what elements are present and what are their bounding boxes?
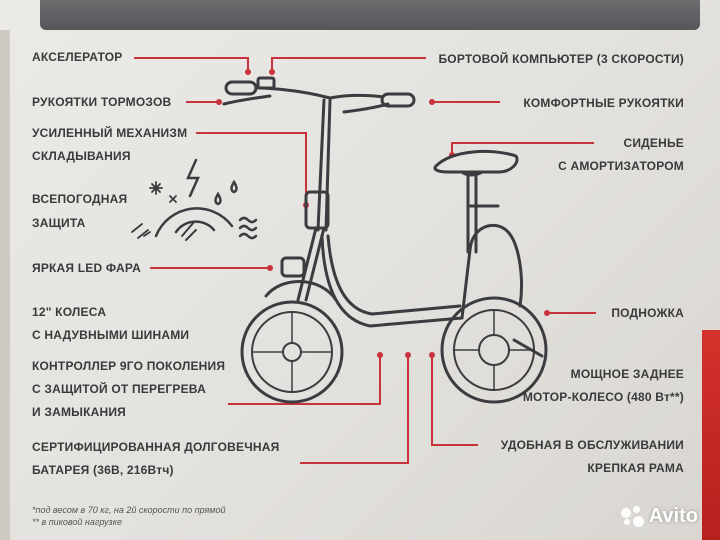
label-weather-line2: ЗАЩИТА bbox=[32, 216, 86, 230]
frame-lower bbox=[320, 234, 464, 328]
label-seat-line1: СИДЕНЬЕ bbox=[623, 136, 684, 150]
scooter-illustration bbox=[222, 76, 548, 404]
leader-battery bbox=[300, 356, 409, 464]
brake-lever-left bbox=[222, 94, 272, 106]
scooter-mini-icon bbox=[181, 221, 197, 241]
leader-computer bbox=[271, 57, 426, 70]
label-comfort-grips: КОМФОРТНЫЕ РУКОЯТКИ bbox=[523, 96, 684, 110]
leader-folding bbox=[196, 132, 307, 204]
snowflake-icon bbox=[149, 181, 163, 195]
brake-lever-right bbox=[342, 102, 390, 114]
label-seat-line2: С АМОРТИЗАТОРОМ bbox=[558, 159, 684, 173]
label-controller-line3: И ЗАМЫКАНИЯ bbox=[32, 405, 126, 419]
label-folding-line2: СКЛАДЫВАНИЯ bbox=[32, 149, 131, 163]
front-fender bbox=[264, 280, 338, 302]
label-weather-line1: ВСЕПОГОДНАЯ bbox=[32, 192, 128, 206]
throttle-block bbox=[256, 76, 276, 90]
leader-lines bbox=[134, 57, 596, 464]
dot-frame bbox=[429, 352, 435, 358]
leader-frame bbox=[431, 356, 478, 446]
seat-spring bbox=[460, 170, 484, 177]
label-led: ЯРКАЯ LED ФАРА bbox=[32, 261, 141, 275]
rear-frame bbox=[460, 224, 523, 320]
label-battery-line1: СЕРТИФИЦИРОВАННАЯ ДОЛГОВЕЧНАЯ bbox=[32, 440, 280, 454]
label-frame-line1: УДОБНАЯ В ОБСЛУЖИВАНИИ bbox=[500, 438, 684, 452]
label-controller-line2: С ЗАЩИТОЙ ОТ ПЕРЕГРЕВА bbox=[32, 382, 206, 396]
label-wheels-line2: С НАДУВНЫМИ ШИНАМИ bbox=[32, 328, 190, 342]
dot-controller bbox=[377, 352, 383, 358]
stem bbox=[316, 98, 326, 232]
frame-upper bbox=[326, 234, 462, 316]
drop-icon-2 bbox=[230, 179, 238, 194]
label-brake-handles: РУКОЯТКИ ТОРМОЗОВ bbox=[32, 95, 172, 109]
front-wheel bbox=[240, 300, 344, 404]
label-accelerator: АКСЕЛЕРАТОР bbox=[32, 50, 123, 64]
fork bbox=[296, 226, 318, 302]
avito-logo-icon bbox=[620, 505, 645, 528]
front-hub bbox=[282, 342, 302, 362]
leader-controller bbox=[228, 356, 381, 405]
front-spokes bbox=[251, 311, 333, 393]
dot-computer bbox=[269, 69, 275, 75]
headlight bbox=[280, 256, 306, 278]
dot-battery bbox=[405, 352, 411, 358]
label-folding-line1: УСИЛЕННЫЙ МЕХАНИЗМ bbox=[32, 126, 188, 140]
snowflake-icon-2 bbox=[169, 195, 177, 203]
rear-spokes bbox=[453, 309, 535, 391]
label-frame-line2: КРЕПКАЯ РАМА bbox=[587, 461, 684, 475]
label-wheels-line1: 12" КОЛЕСА bbox=[32, 305, 107, 319]
dot-accelerator bbox=[245, 69, 251, 75]
footnote-1: *под весом в 70 кг, на 2й скорости по пр… bbox=[32, 505, 226, 515]
footnote-2: ** в пиковой нагрузке bbox=[32, 517, 122, 527]
avito-watermark: Avito bbox=[620, 505, 698, 528]
page-edge bbox=[0, 30, 10, 540]
dot-brakes bbox=[216, 99, 222, 105]
seat bbox=[433, 149, 519, 174]
label-controller-line1: КОНТРОЛЛЕР 9ГО ПОКОЛЕНИЯ bbox=[32, 359, 226, 373]
label-onboard-computer: БОРТОВОЙ КОМПЬЮТЕР (3 СКОРОСТИ) bbox=[438, 52, 684, 66]
leader-accelerator bbox=[134, 57, 249, 70]
weather-protection-icon bbox=[131, 158, 258, 241]
grip-left bbox=[224, 80, 258, 96]
drop-icon bbox=[214, 191, 222, 206]
lightning-icon bbox=[186, 158, 200, 198]
gauge-arc bbox=[154, 207, 234, 238]
leader-seat bbox=[451, 142, 594, 154]
wind-icon bbox=[238, 216, 258, 240]
dot-led bbox=[267, 265, 273, 271]
grip-right bbox=[380, 92, 416, 108]
dot-kickstand bbox=[544, 310, 550, 316]
label-motor-line2: МОТОР-КОЛЕСО (480 Вт**) bbox=[522, 390, 684, 404]
top-dark-band bbox=[40, 0, 700, 30]
label-battery-line2: БАТАРЕЯ (36В, 216Втч) bbox=[32, 463, 174, 477]
kickstand bbox=[512, 338, 544, 358]
rear-wheel bbox=[440, 296, 548, 404]
red-side-stripe bbox=[702, 330, 720, 540]
avito-text: Avito bbox=[648, 505, 698, 527]
rear-motor-hub bbox=[478, 334, 510, 366]
rain-icon bbox=[131, 223, 151, 239]
label-kickstand: ПОДНОЖКА bbox=[611, 306, 684, 320]
dot-grips bbox=[429, 99, 435, 105]
label-motor-line1: МОЩНОЕ ЗАДНЕЕ bbox=[570, 367, 684, 381]
leader-dots bbox=[216, 69, 550, 358]
